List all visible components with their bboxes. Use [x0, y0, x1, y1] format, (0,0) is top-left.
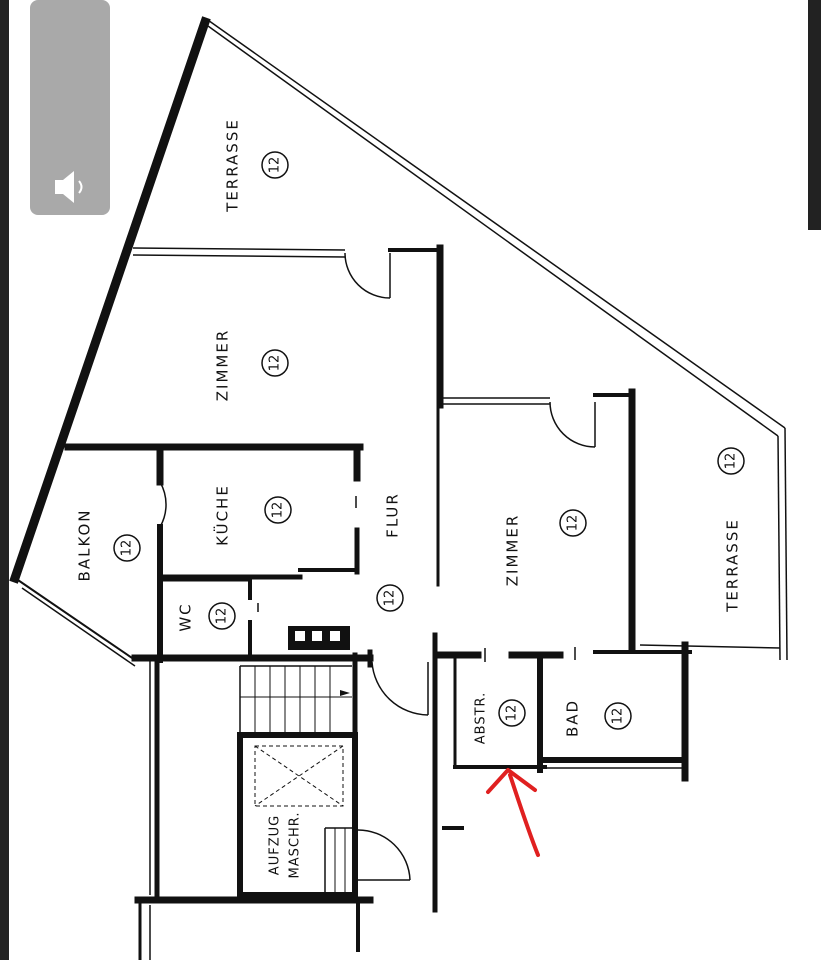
red-arrow-annotation: [486, 768, 540, 857]
svg-text:ABSTR.: ABSTR.: [474, 692, 489, 744]
room-flur: FLUR: [384, 492, 402, 538]
svg-text:ZIMMER: ZIMMER: [214, 329, 232, 401]
terrace-bottom-edge: [639, 644, 781, 649]
room-number-abstr: 12: [498, 699, 526, 727]
room-bad: BAD: [564, 699, 582, 737]
room-number-flur: 12: [376, 584, 404, 612]
door-arc-zimmer-right: [549, 401, 596, 448]
svg-text:MASCHR.: MASCHR.: [288, 812, 303, 879]
room-aufzug-label-2: MASCHR.: [288, 812, 303, 879]
svg-text:12: 12: [215, 608, 230, 625]
svg-text:12: 12: [724, 453, 739, 470]
room-label: TERRASSE: [224, 118, 242, 213]
svg-text:12: 12: [611, 708, 626, 725]
svg-text:AUFZUG: AUFZUG: [268, 815, 283, 875]
room-number-kueche: 12: [264, 496, 292, 524]
room-terrasse-right: TERRASSE: [724, 518, 742, 613]
room-abstr: ABSTR.: [474, 692, 489, 744]
room-kueche: KÜCHE: [213, 484, 232, 546]
room-number-balkon: 12: [113, 534, 141, 562]
door-arc-aufzug: [357, 829, 411, 881]
room-number-bad: 12: [604, 702, 632, 730]
terrace-right-edge-inner: [777, 435, 781, 661]
svg-text:12: 12: [271, 502, 286, 519]
door-arc-entrance: [371, 661, 429, 716]
door-arc-balkon: [159, 481, 167, 528]
room-wc: WC: [177, 602, 195, 631]
room-zimmer-left: ZIMMER: [214, 329, 232, 401]
room-aufzug-label-1: AUFZUG: [268, 815, 283, 875]
left-edge-shadow: [0, 0, 9, 960]
staircase: [239, 665, 352, 732]
room-balkon: BALKON: [76, 509, 94, 582]
svg-text:12: 12: [566, 515, 581, 532]
svg-text:TERRASSE: TERRASSE: [724, 518, 742, 613]
svg-text:12: 12: [268, 355, 283, 372]
room-number-terrasse-right: 12: [717, 447, 745, 475]
outer-wall-slanted: [9, 16, 211, 584]
svg-text:KÜCHE: KÜCHE: [213, 484, 232, 546]
room-terrasse-top: TERRASSE: [224, 118, 242, 213]
terrace-edge-outer: [204, 17, 786, 429]
balkon-edge-inner: [21, 587, 136, 667]
svg-text:BALKON: BALKON: [76, 509, 94, 582]
balkon-edge: [14, 577, 136, 661]
svg-text:12: 12: [505, 705, 520, 722]
window-wall-top-zimmer: [132, 247, 346, 251]
room-number-zimmer-left: 12: [261, 349, 289, 377]
speaker-icon: [55, 171, 83, 203]
svg-text:WC: WC: [177, 602, 195, 631]
right-edge-shadow: [808, 0, 821, 230]
room-number-wc: 12: [208, 602, 236, 630]
volume-overlay[interactable]: [30, 0, 110, 215]
room-number-terrasse-top: 12: [261, 151, 289, 179]
svg-text:ZIMMER: ZIMMER: [504, 514, 522, 586]
aufzug-room: [237, 732, 358, 898]
svg-text:12: 12: [120, 540, 135, 557]
door-arc-zimmer-left: [344, 252, 391, 299]
room-number-zimmer-right: 12: [559, 509, 587, 537]
elevator-shaft: [254, 745, 344, 807]
room-zimmer-right: ZIMMER: [504, 514, 522, 586]
terrace-right-edge: [784, 427, 788, 661]
svg-text:FLUR: FLUR: [384, 492, 402, 538]
terrace-edge-inner: [207, 25, 779, 437]
svg-text:12: 12: [383, 590, 398, 607]
svg-text:BAD: BAD: [564, 699, 582, 737]
svg-text:12: 12: [268, 157, 283, 174]
